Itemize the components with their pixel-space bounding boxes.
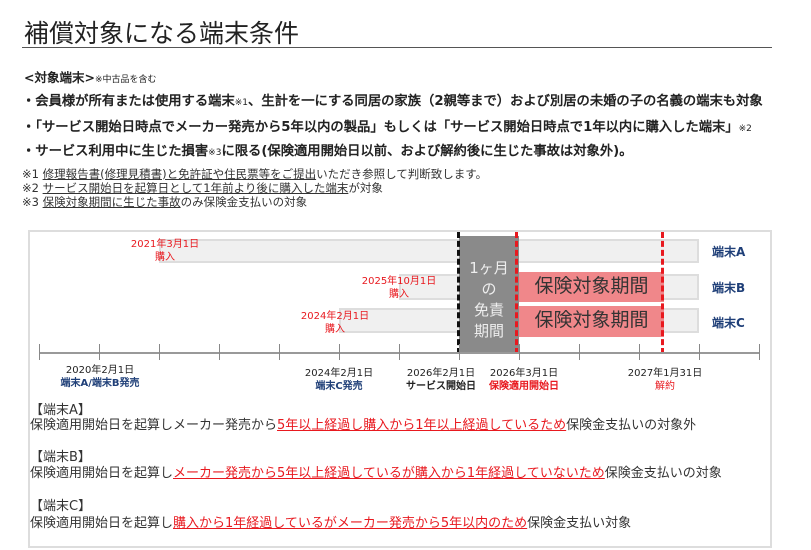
case-b-heading: 【端末B】 — [30, 450, 91, 465]
footnote-text: いただき参照して判断致します。 — [316, 167, 488, 181]
bullet-text: ・「サービス開始日時点でメーカー発売から5年以内の製品」もしくは「サービス開始日… — [22, 120, 739, 135]
bullet-2: ・「サービス開始日時点でメーカー発売から5年以内の製品」もしくは「サービス開始日… — [22, 116, 752, 135]
target-note: ※中古品を含む — [94, 75, 157, 85]
device-c-purchase: 2024年2月1日購入 — [301, 310, 369, 336]
purchase-label: 購入 — [325, 324, 345, 335]
footnote-ref: ※3 — [208, 148, 222, 158]
exemption-period: 1ヶ月 の 免責 期間 — [459, 236, 519, 352]
axis-tick — [219, 344, 220, 360]
footnote-ref: ※2 — [738, 124, 752, 134]
device-a-bar — [159, 239, 699, 263]
footnote-underlined: サービス開始日を起算日として1年前より後に購入した端末 — [42, 181, 349, 195]
timeline-frame — [28, 230, 772, 548]
axis-date: 2027年1月31日 — [627, 368, 703, 379]
case-a-text: 保険適用開始日を起算しメーカー発売から5年以上経過し購入から1年以上経過している… — [30, 414, 696, 433]
case-text: 保険適用開始日を起算しメーカー発売から — [30, 418, 278, 433]
case-text: 保険金支払い対象 — [527, 516, 632, 531]
footnote-text: が対象 — [348, 181, 383, 195]
case-text: 保険金支払いの対象 — [604, 466, 722, 481]
case-text: 保険適用開始日を起算し — [30, 516, 174, 531]
footnote-mark: ※2 — [22, 181, 43, 195]
axis-event: 端末A/端末B発売 — [60, 378, 140, 389]
purchase-date: 2021年3月1日 — [130, 239, 200, 250]
axis-label-service-start: 2026年2月1日サービス開始日 — [406, 367, 476, 393]
target-heading-text: <対象端末> — [24, 70, 95, 85]
case-b-text: 保険適用開始日を起算しメーカー発売から5年以上経過しているが購入から1年経過して… — [30, 462, 722, 481]
device-c-coverage-period: 保険対象期間 — [519, 306, 664, 337]
bullet-text: ・会員様が所有または使用する端末 — [22, 94, 235, 109]
footnote-text: のみ保険金支払いの対象 — [180, 195, 308, 209]
axis-event: サービス開始日 — [406, 381, 476, 392]
coverage-start-line — [515, 232, 518, 354]
footnote-mark: ※3 — [22, 195, 43, 209]
axis-label-release-c: 2024年2月1日端末C発売 — [305, 367, 373, 393]
axis-tick — [699, 344, 700, 360]
case-text: 保険金支払いの対象外 — [566, 418, 697, 433]
axis-tick — [99, 344, 100, 360]
axis-tick — [279, 344, 280, 360]
case-c-text: 保険適用開始日を起算し購入から1年経過しているがメーカー発売から5年以内のため保… — [30, 512, 631, 531]
footnote-2: ※2 サービス開始日を起算日として1年前より後に購入した端末が対象 — [22, 180, 383, 196]
device-a-label: 端末A — [712, 245, 746, 259]
footnote-underlined: 保険対象期間に生じた事故 — [42, 195, 181, 209]
cancel-line — [661, 232, 664, 354]
case-highlight: 5年以上経過し購入から1年以上経過しているため — [277, 418, 567, 433]
bullet-1: ・会員様が所有または使用する端末※1、生計を一にする同居の家族（2親等まで）およ… — [22, 90, 763, 109]
case-a-heading: 【端末A】 — [30, 403, 91, 418]
footnote-1: ※1 修理報告書(修理見積書)と免許証や住民票等をご提出いただき参照して判断致し… — [22, 166, 487, 182]
axis-label-release-ab: 2020年2月1日端末A/端末B発売 — [60, 364, 139, 390]
axis-date: 2026年3月1日 — [489, 368, 559, 379]
axis-tick — [339, 344, 340, 360]
device-a-purchase: 2021年3月1日購入 — [131, 238, 199, 264]
bullet-text: ・サービス利用中に生じた損害 — [22, 144, 209, 159]
axis-label-coverage-start: 2026年3月1日保険適用開始日 — [489, 367, 559, 393]
bullet-3: ・サービス利用中に生じた損害※3に限る(保険適用開始日以前、および解約後に生じた… — [22, 140, 633, 159]
purchase-label: 購入 — [155, 252, 175, 263]
device-b-coverage-period: 保険対象期間 — [519, 272, 664, 302]
axis-tick — [759, 344, 760, 360]
footnote-3: ※3 保険対象期間に生じた事故のみ保険金支払いの対象 — [22, 194, 307, 210]
exempt-text: の — [481, 280, 497, 298]
page-title: 補償対象になる端末条件 — [24, 19, 300, 48]
case-c-heading: 【端末C】 — [30, 499, 92, 514]
service-start-line — [457, 232, 460, 354]
exempt-text: 免責 — [473, 301, 504, 319]
footnote-mark: ※1 — [22, 167, 43, 181]
footnote-underlined: 修理報告書(修理見積書)と免許証や住民票等をご提出 — [42, 167, 317, 181]
axis-tick — [159, 344, 160, 360]
axis-date: 2024年2月1日 — [304, 368, 374, 379]
axis-date: 2020年2月1日 — [65, 365, 135, 376]
target-heading: <対象端末>※中古品を含む — [24, 67, 157, 86]
case-highlight: 購入から1年経過しているがメーカー発売から5年以内のため — [173, 516, 528, 531]
bullet-text: に限る(保険適用開始日以前、および解約後に生じた事故は対象外)。 — [221, 144, 633, 159]
axis-event: 解約 — [654, 381, 675, 392]
case-highlight: メーカー発売から5年以上経過しているが購入から1年経過していないため — [173, 466, 605, 481]
exempt-text: 1ヶ月 — [469, 259, 509, 277]
axis-date: 2026年2月1日 — [406, 368, 476, 379]
device-b-purchase: 2025年10月1日購入 — [362, 275, 437, 301]
axis-tick — [639, 344, 640, 360]
device-c-label: 端末C — [712, 316, 745, 330]
footnote-ref: ※1 — [234, 98, 249, 108]
axis-event: 保険適用開始日 — [489, 381, 559, 392]
axis-tick — [459, 344, 460, 360]
axis-event: 端末C発売 — [315, 381, 363, 392]
axis-tick — [519, 344, 520, 360]
axis-tick — [579, 344, 580, 360]
title-divider — [22, 47, 772, 48]
axis-label-cancel: 2027年1月31日解約 — [628, 367, 703, 393]
purchase-label: 購入 — [388, 289, 409, 300]
axis-tick — [39, 344, 40, 360]
axis-tick — [399, 344, 400, 360]
device-b-label: 端末B — [712, 281, 746, 295]
purchase-date: 2024年2月1日 — [300, 311, 370, 322]
case-text: 保険適用開始日を起算し — [30, 466, 174, 481]
bullet-text: 、生計を一にする同居の家族（2親等まで）および別居の未婚の子の名義の端末も対象 — [248, 94, 763, 109]
purchase-date: 2025年10月1日 — [361, 276, 437, 287]
exempt-text: 期間 — [473, 322, 504, 340]
